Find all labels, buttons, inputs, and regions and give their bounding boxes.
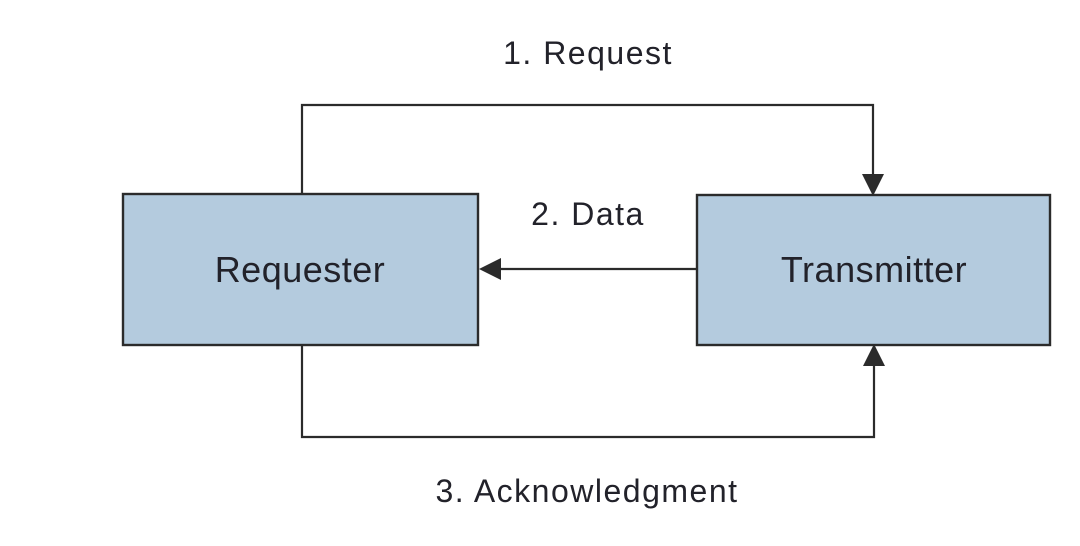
request-arrowhead-down-icon — [862, 174, 884, 196]
requester-node — [121, 192, 480, 347]
requester-node-label: Requester — [215, 249, 386, 290]
request-edge-label: 1. Request — [503, 35, 673, 71]
data-arrowhead-left-icon — [479, 258, 501, 280]
acknowledgment-edge-label: 3. Acknowledgment — [436, 473, 739, 509]
acknowledgment-edge-line — [300, 345, 876, 439]
transmitter-node-label: Transmitter — [781, 249, 967, 290]
data-edge-label: 2. Data — [531, 196, 645, 232]
transmitter-node — [695, 193, 1052, 347]
request-edge-line — [300, 103, 875, 194]
acknowledgment-arrowhead-up-icon — [863, 344, 885, 366]
